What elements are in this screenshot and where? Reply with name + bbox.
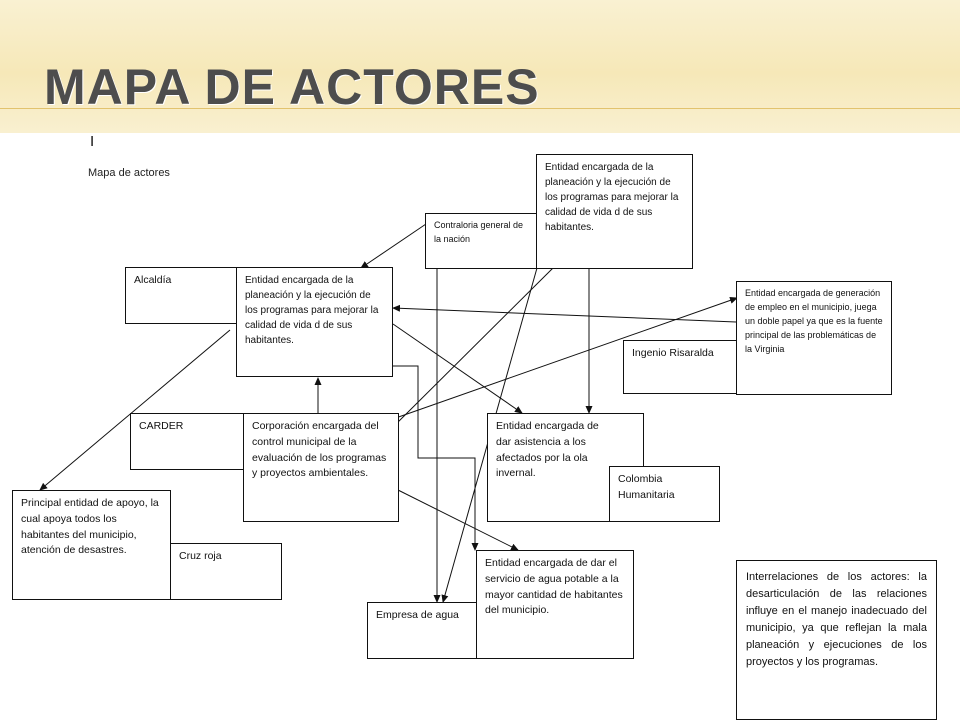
contraloria-box: Contraloria general de la nación xyxy=(425,213,537,269)
entidad-asistencia-label: Entidad encargada de dar asistencia a lo… xyxy=(496,420,599,480)
text-cursor-mark: I xyxy=(90,133,95,150)
corporacion-box: Corporación encargada del control munici… xyxy=(243,413,399,522)
principal-apoyo-box: Principal entidad de apoyo, la cual apoy… xyxy=(12,490,171,600)
diagram-subtitle: Mapa de actores xyxy=(88,167,170,179)
arrow-entidad-top-to-corporacion xyxy=(389,267,554,431)
colombia-humanitaria-box: Colombia Humanitaria xyxy=(609,466,720,522)
ingenio-risaralda-box: Ingenio Risaralda xyxy=(623,340,737,394)
slide-title: Mapa de actores xyxy=(44,59,540,115)
alcaldia-box: Alcaldía xyxy=(125,267,241,324)
alcaldia-label: Alcaldía xyxy=(134,274,172,286)
entidad-empleo-label: Entidad encargada de generación de emple… xyxy=(745,288,883,354)
contraloria-label: Contraloria general de la nación xyxy=(434,220,524,244)
entidad-planeacion-alcaldia-label: Entidad encargada de la planeación y la … xyxy=(245,275,379,346)
entidad-agua-label: Entidad encargada de dar el servicio de … xyxy=(485,557,623,617)
principal-apoyo-label: Principal entidad de apoyo, la cual apoy… xyxy=(21,497,159,557)
carder-box: CARDER xyxy=(130,413,244,470)
corporacion-label: Corporación encargada del control munici… xyxy=(252,420,387,480)
empresa-agua-label: Empresa de agua xyxy=(376,609,459,621)
entidad-planeacion-top-box: Entidad encargada de la planeación y la … xyxy=(536,154,693,269)
interrelaciones-box: Interrelaciones de los actores: la desar… xyxy=(736,560,937,720)
cruz-roja-label: Cruz roja xyxy=(179,550,222,562)
arrow-entidad-to-asistencia xyxy=(392,323,523,414)
entidad-planeacion-alcaldia-box: Entidad encargada de la planeación y la … xyxy=(236,267,393,377)
header-divider xyxy=(0,108,960,109)
entidad-agua-box: Entidad encargada de dar el servicio de … xyxy=(476,550,634,659)
arrow-entidad-to-agua xyxy=(393,365,479,551)
cruz-roja-box: Cruz roja xyxy=(170,543,282,600)
arrow-empleo-to-entidad xyxy=(392,304,737,323)
interrelaciones-label: Interrelaciones de los actores: la desar… xyxy=(746,571,927,669)
ingenio-risaralda-label: Ingenio Risaralda xyxy=(632,347,714,359)
arrow-contraloria-to-entidad xyxy=(360,223,427,269)
empresa-agua-box: Empresa de agua xyxy=(367,602,480,659)
entidad-planeacion-top-label: Entidad encargada de la planeación y la … xyxy=(545,162,679,233)
carder-label: CARDER xyxy=(139,420,184,432)
colombia-humanitaria-label: Colombia Humanitaria xyxy=(618,473,675,501)
header-band xyxy=(0,0,960,133)
entidad-empleo-box: Entidad encargada de generación de emple… xyxy=(736,281,892,395)
